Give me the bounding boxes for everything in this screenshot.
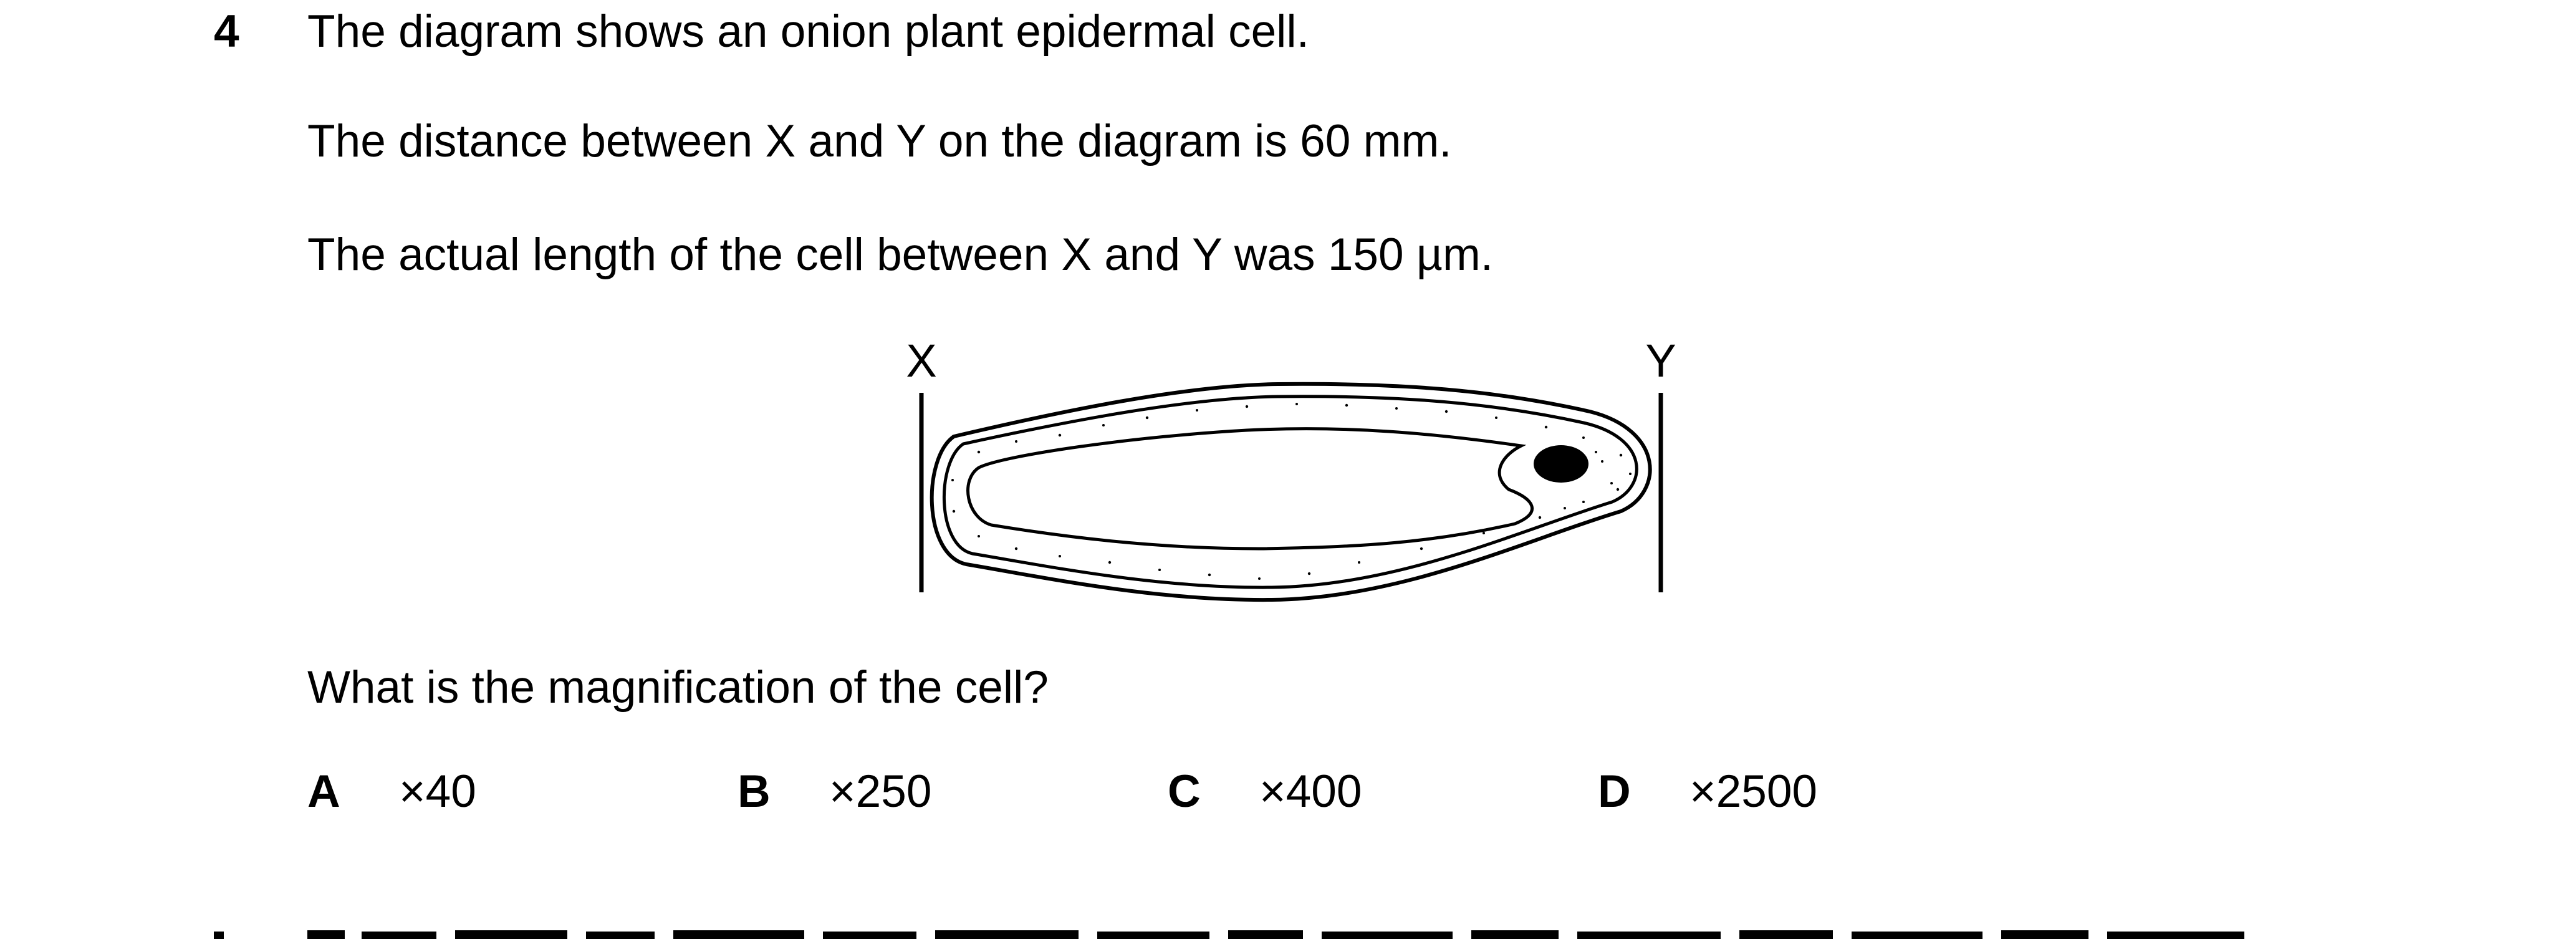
cell-wall-outer: [930, 382, 1652, 602]
onion-cell-diagram: X Y: [906, 335, 1676, 602]
next-question-cutoff: [0, 928, 2576, 939]
option-a-letter: A: [307, 766, 340, 817]
option-d-value: ×2500: [1689, 766, 1818, 817]
option-c-letter: C: [1168, 766, 1201, 817]
label-y: Y: [1645, 335, 1676, 387]
option-c-value: ×400: [1259, 766, 1362, 817]
question-line-3: The actual length of the cell between X …: [307, 229, 1494, 280]
nucleus: [1534, 445, 1588, 483]
question-number: 4: [214, 6, 239, 57]
option-b-value: ×250: [829, 766, 932, 817]
vacuole: [966, 427, 1534, 551]
question-line-2: The distance between X and Y on the diag…: [307, 116, 1452, 166]
option-a-value: ×40: [399, 766, 476, 817]
option-d-letter: D: [1598, 766, 1631, 817]
label-x: X: [906, 335, 936, 387]
question-prompt: What is the magnification of the cell?: [307, 662, 1049, 713]
option-b-letter: B: [738, 766, 771, 817]
question-line-1: The diagram shows an onion plant epiderm…: [307, 6, 1309, 57]
cytoplasm-dots: [951, 403, 1632, 580]
cell-membrane: [943, 395, 1638, 589]
